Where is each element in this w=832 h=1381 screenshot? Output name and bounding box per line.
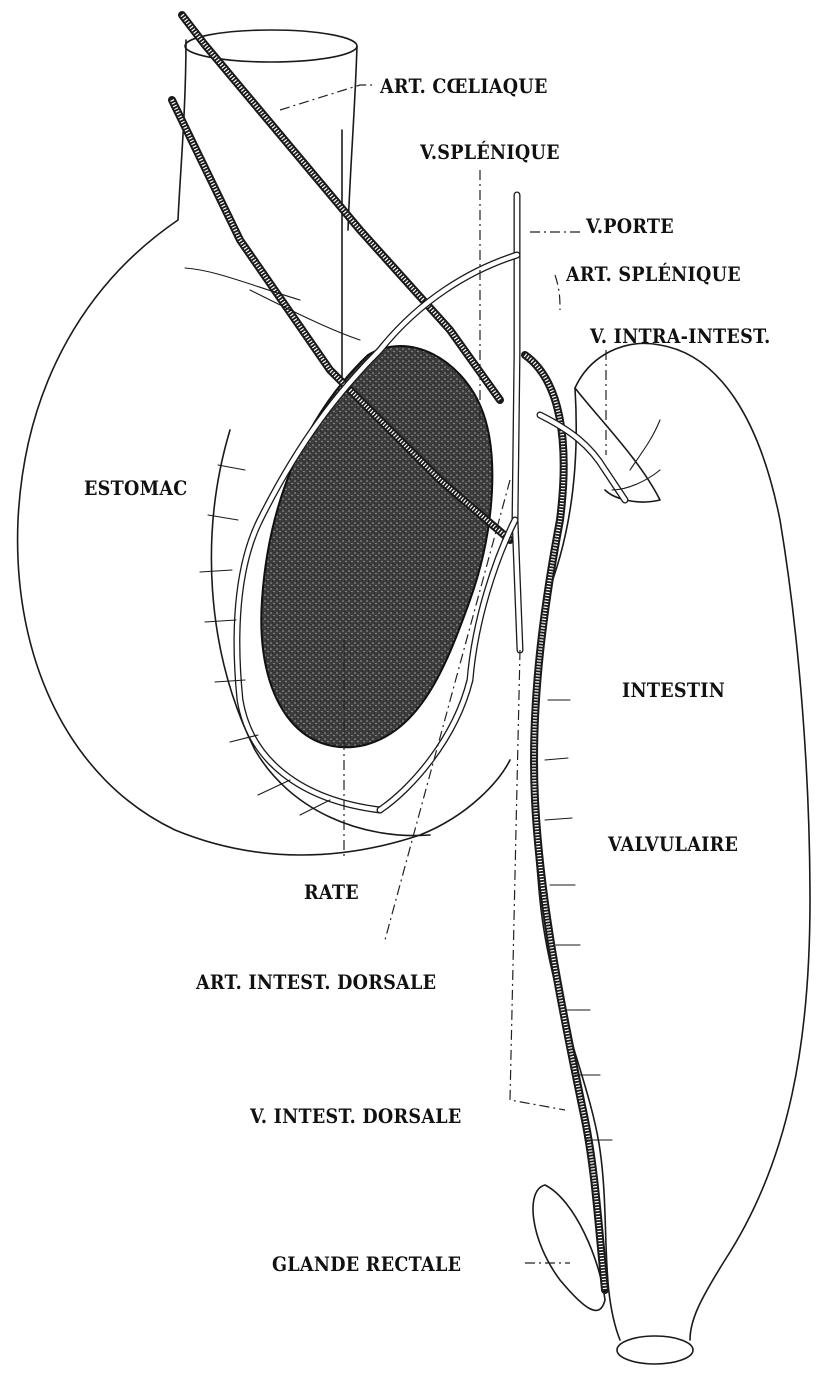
label-intestin: INTESTIN <box>622 678 725 702</box>
label-v-porte: V.PORTE <box>586 214 674 238</box>
esophagus-right <box>348 46 357 230</box>
label-rate: RATE <box>304 880 359 904</box>
rectum-opening <box>617 1336 693 1364</box>
label-art-intest-dorsale: ART. INTEST. DORSALE <box>196 970 436 994</box>
label-v-splenique: V.SPLÉNIQUE <box>420 140 560 164</box>
spleen <box>261 346 492 747</box>
label-v-intra-intest: V. INTRA-INTEST. <box>590 324 771 348</box>
label-art-coeliaque: ART. CŒLIAQUE <box>380 74 548 98</box>
label-estomac: ESTOMAC <box>84 476 188 500</box>
label-valvulaire: VALVULAIRE <box>608 832 738 856</box>
label-v-intest-dorsale: V. INTEST. DORSALE <box>250 1104 462 1128</box>
label-glande-rectale: GLANDE RECTALE <box>272 1252 461 1276</box>
label-art-splenique: ART. SPLÉNIQUE <box>566 262 741 286</box>
